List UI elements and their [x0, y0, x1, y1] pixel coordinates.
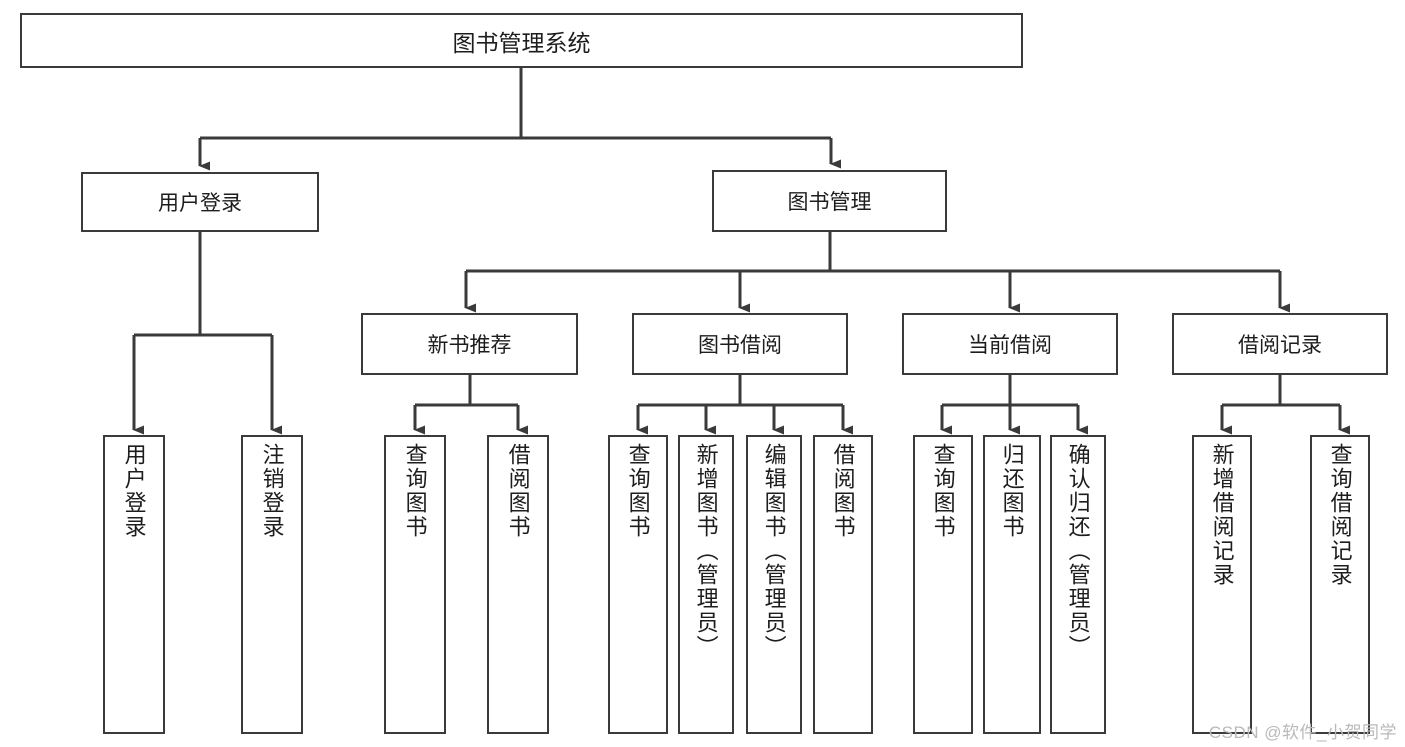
leaf-label: 查询借阅记录 [1327, 443, 1353, 587]
leaf-current-query-book[interactable]: 查询图书 [913, 435, 973, 734]
node-book-management[interactable]: 图书管理 [712, 170, 947, 232]
leaf-borrow-borrow-book[interactable]: 借阅图书 [813, 435, 873, 734]
leaf-label: 确认归还（管理员） [1065, 443, 1091, 659]
node-new-book-recommend[interactable]: 新书推荐 [361, 313, 578, 375]
leaf-current-confirm-return-admin[interactable]: 确认归还（管理员） [1050, 435, 1106, 734]
leaf-label: 借阅图书 [505, 443, 531, 539]
csdn-watermark: CSDN @软件_小贺同学 [1208, 723, 1397, 742]
node-root-system[interactable]: 图书管理系统 [20, 13, 1023, 68]
node-user-login[interactable]: 用户登录 [81, 172, 319, 232]
leaf-borrow-edit-book-admin[interactable]: 编辑图书（管理员） [746, 435, 802, 734]
leaf-label: 注销登录 [259, 443, 285, 539]
node-label: 用户登录 [158, 192, 242, 215]
leaf-label: 查询图书 [930, 443, 956, 539]
leaf-user-login-login[interactable]: 用户登录 [103, 435, 165, 734]
node-label: 借阅记录 [1238, 334, 1322, 357]
leaf-label: 归还图书 [999, 443, 1025, 539]
leaf-recommend-borrow-book[interactable]: 借阅图书 [487, 435, 549, 734]
leaf-label: 查询图书 [625, 443, 651, 539]
node-label: 图书管理系统 [452, 29, 591, 56]
node-current-borrow[interactable]: 当前借阅 [902, 313, 1118, 375]
node-label: 图书管理 [787, 191, 872, 214]
leaf-label: 新增借阅记录 [1209, 443, 1235, 587]
leaf-borrow-add-book-admin[interactable]: 新增图书（管理员） [678, 435, 734, 734]
node-book-borrow[interactable]: 图书借阅 [632, 313, 848, 375]
leaf-label: 查询图书 [402, 443, 428, 539]
leaf-record-query-record[interactable]: 查询借阅记录 [1310, 435, 1370, 734]
node-label: 图书借阅 [698, 334, 782, 357]
leaf-label: 编辑图书（管理员） [761, 443, 787, 659]
leaf-current-return-book[interactable]: 归还图书 [983, 435, 1041, 734]
leaf-label: 新增图书（管理员） [693, 443, 719, 659]
leaf-record-add-record[interactable]: 新增借阅记录 [1192, 435, 1252, 734]
leaf-user-login-logout[interactable]: 注销登录 [241, 435, 303, 734]
leaf-label: 借阅图书 [830, 443, 856, 539]
leaf-borrow-query-book[interactable]: 查询图书 [608, 435, 668, 734]
leaf-label: 用户登录 [121, 443, 147, 539]
leaf-recommend-query-book[interactable]: 查询图书 [384, 435, 446, 734]
node-label: 新书推荐 [427, 334, 512, 357]
node-borrow-record[interactable]: 借阅记录 [1172, 313, 1388, 375]
node-label: 当前借阅 [968, 334, 1052, 357]
